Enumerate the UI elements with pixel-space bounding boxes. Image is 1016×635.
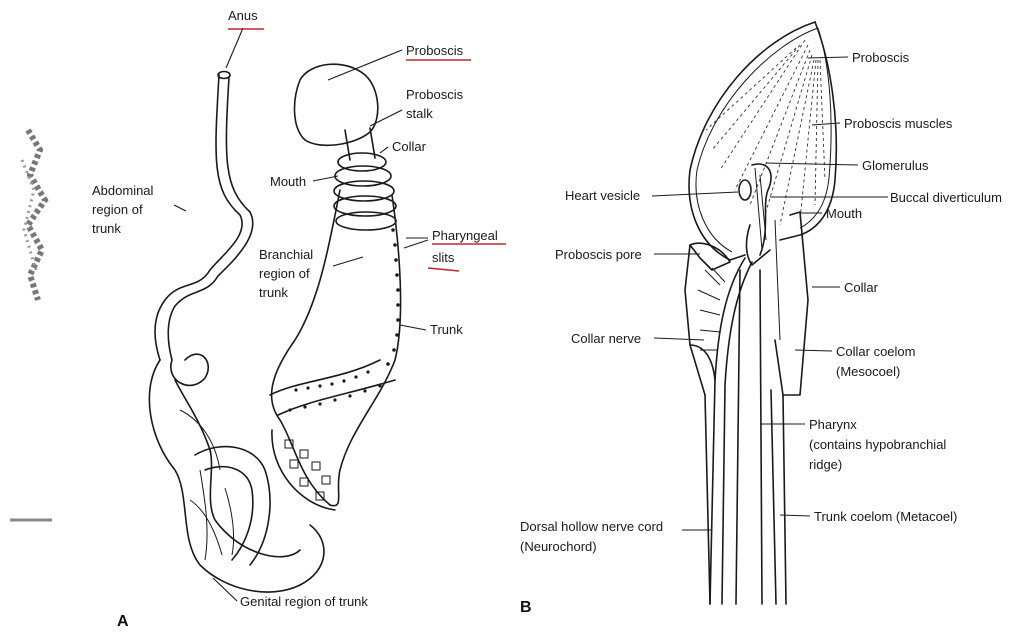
label-b-collar-coelom-1: Collar coelom: [836, 344, 915, 359]
collar-shape: [334, 153, 396, 230]
label-proboscis-stalk-1: Proboscis: [406, 87, 464, 102]
trunk-section: [690, 258, 786, 604]
label-genital: Genital region of trunk: [240, 594, 368, 609]
slits-underline: [428, 268, 459, 271]
label-b-proboscis: Proboscis: [852, 50, 910, 65]
label-b-dorsal-2: (Neurochord): [520, 539, 597, 554]
label-anus: Anus: [228, 8, 258, 23]
label-abdominal-2: region of: [92, 202, 143, 217]
panel-label-b: B: [520, 599, 532, 616]
genital-region-shape: [149, 354, 324, 592]
label-branchial-1: Branchial: [259, 247, 313, 262]
label-collar: Collar: [392, 139, 427, 154]
label-b-collar: Collar: [844, 280, 879, 295]
label-proboscis-stalk-2: stalk: [406, 106, 433, 121]
label-b-dorsal-1: Dorsal hollow nerve cord: [520, 519, 663, 534]
label-b-proboscis-muscles: Proboscis muscles: [844, 116, 953, 131]
label-abdominal-3: trunk: [92, 221, 121, 236]
branchial-region-shape: [270, 190, 401, 510]
label-b-buccal-diverticulum: Buccal diverticulum: [890, 190, 1002, 205]
label-branchial-3: trunk: [259, 285, 288, 300]
proboscis-shape: [295, 64, 378, 160]
label-b-collar-coelom-2: (Mesocoel): [836, 364, 900, 379]
label-proboscis: Proboscis: [406, 43, 464, 58]
label-b-pharynx-1: Pharynx: [809, 417, 857, 432]
label-branchial-2: region of: [259, 266, 310, 281]
label-pharyngeal-2: slits: [432, 250, 455, 265]
abdominal-region-shape: [155, 72, 253, 361]
label-mouth: Mouth: [270, 174, 306, 189]
figure-b: Proboscis Proboscis muscles Glomerulus H…: [520, 22, 1002, 616]
scan-artifact: [10, 130, 52, 520]
label-b-pharynx-3: ridge): [809, 457, 842, 472]
label-b-pharynx-2: (contains hypobranchial: [809, 437, 946, 452]
glomerulus-complex: [739, 164, 771, 265]
figure-a: Anus Proboscis Proboscis stalk Collar Mo…: [92, 8, 506, 630]
panel-label-a: A: [117, 613, 129, 630]
label-pharyngeal-1: Pharyngeal: [432, 228, 498, 243]
label-b-mouth: Mouth: [826, 206, 862, 221]
label-b-collar-nerve: Collar nerve: [571, 331, 641, 346]
label-b-trunk-coelom: Trunk coelom (Metacoel): [814, 509, 957, 524]
label-b-proboscis-pore: Proboscis pore: [555, 247, 642, 262]
label-abdominal-1: Abdominal: [92, 183, 154, 198]
label-trunk: Trunk: [430, 322, 463, 337]
label-b-glomerulus: Glomerulus: [862, 158, 929, 173]
label-b-heart-vesicle: Heart vesicle: [565, 188, 640, 203]
